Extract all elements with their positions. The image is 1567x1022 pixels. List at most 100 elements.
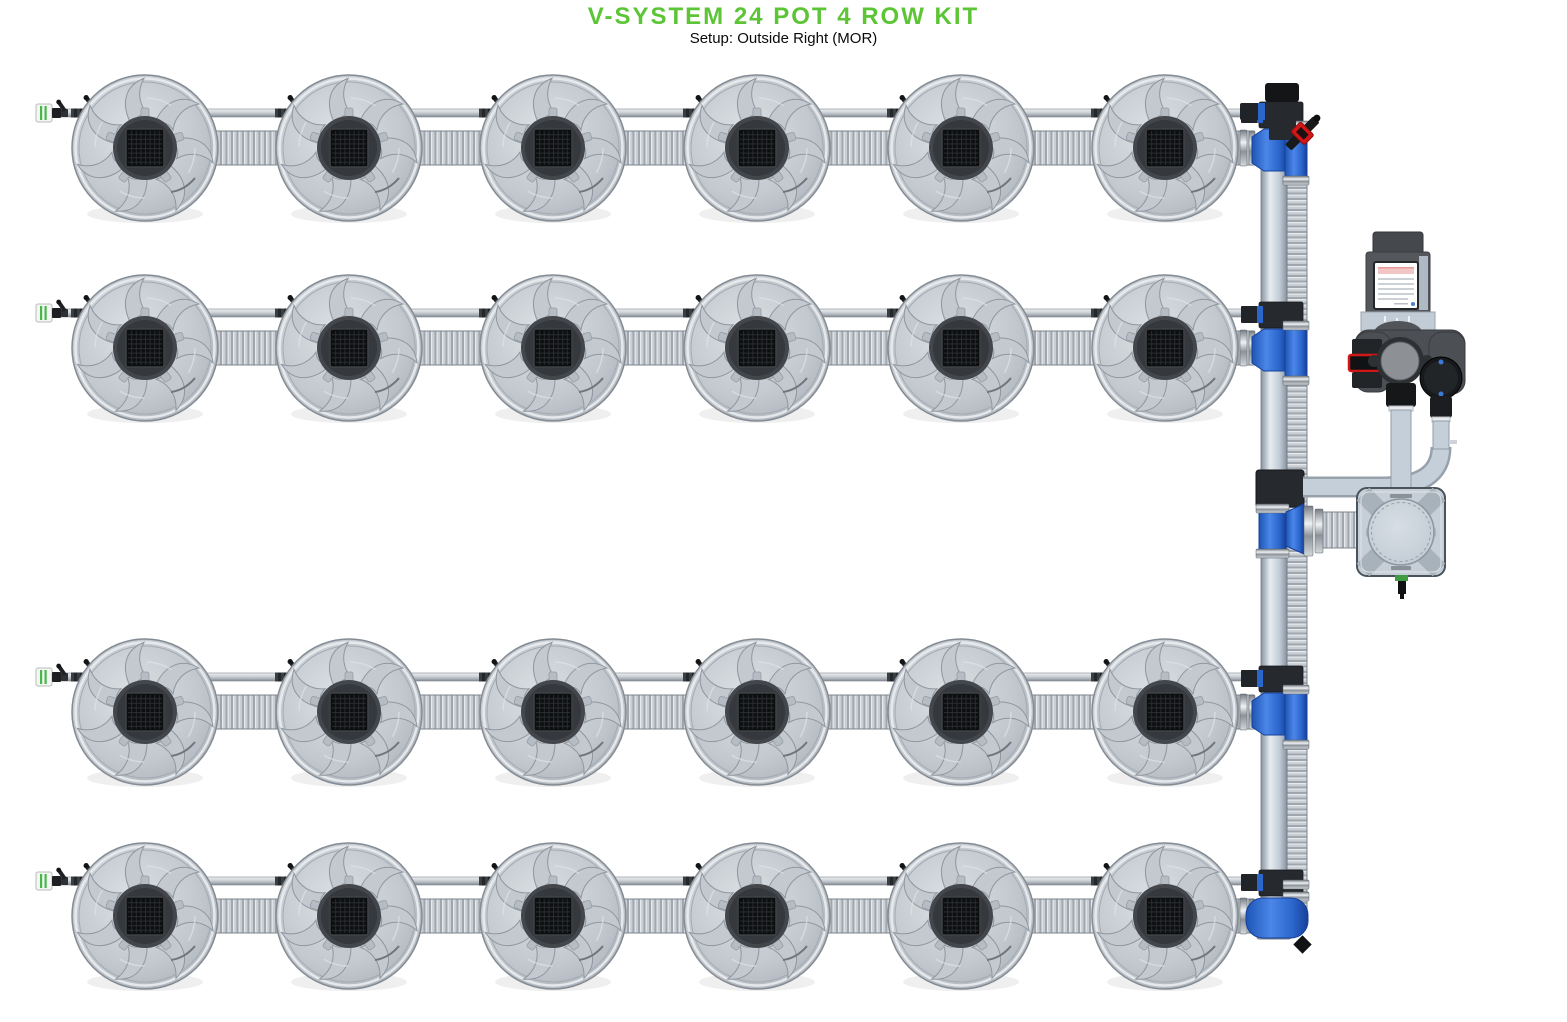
pipe-tab [1449,440,1457,444]
blue-sleeve [1284,692,1308,742]
tee-stub [1241,306,1261,323]
grow-pot [682,637,832,789]
hose-clamp [1282,684,1310,695]
pot-row [35,73,1310,225]
feed-line [47,672,1251,682]
manifold-bottom-elbow [1245,879,1312,954]
feed-line [47,876,1251,886]
grow-pot [1090,273,1240,425]
row-end-cap [35,99,68,123]
hose-clamp [1282,175,1310,186]
row-junction [1239,869,1304,935]
row-end-cap [35,299,68,323]
grow-pot [70,637,220,789]
grow-pot [1090,841,1240,993]
blue-sleeve [1258,504,1287,556]
tee-stub [1241,874,1261,891]
reservoir-supply-pipe [1390,409,1412,493]
second-pump [1419,356,1463,400]
top-stub-blue-band [1258,103,1265,120]
grow-pot [682,841,832,993]
grow-pot [274,273,424,425]
second-pump-fitting [1430,396,1452,418]
grow-pot [886,73,1036,225]
grow-pot [886,637,1036,789]
grow-pot [70,273,220,425]
drain-band [1395,575,1408,581]
grow-pot [1090,73,1240,225]
grow-pot [478,273,628,425]
water-pump [1368,337,1433,385]
pot-rows [35,73,1310,993]
page-title: V-SYSTEM 24 POT 4 ROW KIT [587,3,980,30]
tee-blue-band [1257,306,1263,323]
drain-plug [1293,935,1312,954]
row-junction [1239,665,1310,750]
pump-outlet-fitting [1386,383,1416,407]
reservoir-junction [1255,469,1360,559]
hose-clamp [1255,548,1290,559]
pump-controller-assembly [1303,231,1466,498]
cap-lever [56,867,66,880]
label-mark [1390,494,1412,498]
hose-clamp [1282,879,1310,890]
grow-pot [274,841,424,993]
blue-reducer [1285,503,1305,555]
grow-pot [886,273,1036,425]
grow-pot [478,841,628,993]
reservoir-tank [1356,487,1446,599]
grow-pot [682,73,832,225]
tee-blue-band [1257,670,1263,687]
grow-pot [70,841,220,993]
grow-pot [70,73,220,225]
drip-mark [1396,318,1398,324]
hose-clamp [1239,693,1248,731]
return-curve-pipe-face [1303,446,1449,495]
hose-clamp [1282,320,1310,331]
blue-elbow [1245,897,1309,939]
grow-pot [274,73,424,225]
label-mark [1391,566,1411,570]
cap-lever [56,99,66,112]
feed-line [47,308,1251,318]
row-junction [1239,301,1310,386]
pot-row [35,841,1304,993]
grow-pot [886,841,1036,993]
drip-mark [1408,316,1410,322]
page-subtitle: Setup: Outside Right (MOR) [689,30,878,47]
tee-stub [1241,670,1261,687]
reservoir-lid [1367,498,1435,566]
blue-sleeve [1284,328,1308,378]
row-end-cap [35,663,68,687]
controller-screen [1373,261,1419,310]
row-end-cap [35,867,68,891]
reservoir-feed-hose [1322,511,1360,549]
cap-lever [56,299,66,312]
blue-elbow [1251,692,1289,736]
hose-clamp [1255,503,1290,514]
hose-clamp [1282,739,1310,750]
drain-plug-tip [1400,594,1404,599]
grow-pot [478,73,628,225]
reservoir-tee-fitting [1255,469,1305,508]
manifold-top-tee [1269,98,1296,140]
grow-pot [682,273,832,425]
hose-clamp [1239,129,1248,167]
grow-pot [274,637,424,789]
tee-blue-band [1257,874,1263,891]
controller-side-strip [1419,256,1428,310]
hose-clamp [1282,375,1310,386]
pot-row [35,637,1310,789]
drip-mark [1384,316,1386,322]
hose-clamp [1239,329,1248,367]
manifold-top-assembly [1240,83,1321,150]
pot-row [35,273,1310,425]
grow-pot [478,637,628,789]
drain-plug [1398,581,1406,594]
grow-pot [1090,637,1240,789]
feed-line [47,108,1251,118]
hose-clamp [1314,508,1324,554]
cap-lever [56,663,66,676]
